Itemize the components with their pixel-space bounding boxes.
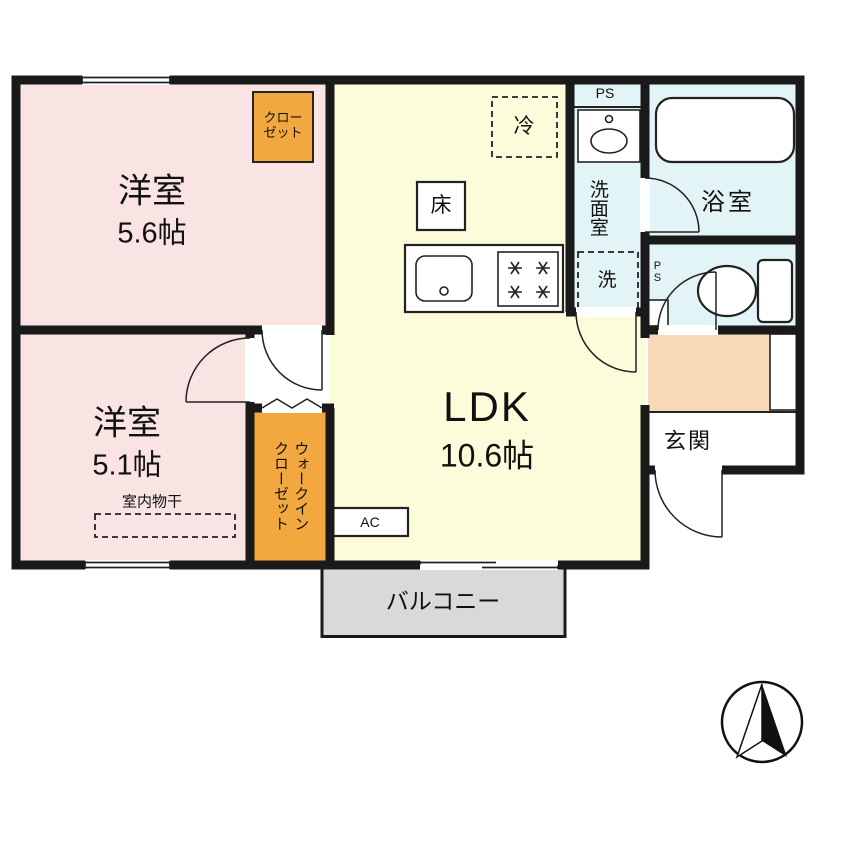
toilet-tank-icon: [756, 258, 794, 324]
indoor-laundry-box: [94, 513, 236, 538]
bedroom2-floor: [16, 330, 250, 565]
ps-top-label: PS: [595, 84, 615, 101]
door-arcs: [185, 177, 723, 538]
washbasin-icon: [577, 109, 641, 163]
bathtub-icon: [654, 96, 796, 164]
openings: [81, 75, 722, 570]
bedroom2-door-arc: [185, 337, 251, 403]
washer-label: 洗: [597, 270, 617, 292]
bedroom2-size: 5.1帖: [92, 449, 162, 482]
window-gap-top: [82, 75, 170, 85]
washroom-door-arc: [575, 311, 637, 373]
wic-folding-door-icon: [261, 398, 323, 409]
closet-label: クロー ゼット: [263, 110, 303, 140]
bathroom-door-arc: [644, 177, 700, 233]
window-icon-bottom: [84, 561, 171, 569]
balcony-label: バルコニー: [385, 587, 501, 614]
toilet-door-arc: [657, 271, 717, 331]
front-door-arc: [654, 469, 723, 538]
floor-hatch-box: [415, 180, 467, 232]
ps-side-label: PS: [651, 260, 664, 284]
balcony-wall: [320, 563, 567, 638]
bedroom1-door-arc: [261, 329, 323, 391]
fixtures: [94, 91, 799, 538]
wic-floor: [250, 408, 330, 565]
toilet-bowl-icon: [696, 264, 758, 318]
floor-hatch-label: 床: [430, 193, 452, 217]
washbasin-faucet-icon: [604, 114, 614, 124]
closet-box: [252, 91, 314, 163]
window-gap-bottom: [85, 560, 170, 570]
entrance-tataki: [648, 332, 770, 412]
bedroom2-name: 洋室: [93, 404, 161, 443]
sliding-door-icon: [419, 561, 559, 569]
front-door-gap: [655, 465, 722, 475]
room-fills: [16, 80, 800, 637]
entrance-label: 玄関: [663, 428, 713, 454]
ac-box: [330, 506, 410, 538]
indoor-laundry-label: 室内物干: [121, 493, 183, 511]
bedroom1-size: 5.6帖: [117, 217, 187, 250]
bedroom2-door-gap: [245, 338, 255, 402]
washroom-door-gap: [576, 307, 636, 317]
bedroom1-door-gap: [262, 325, 322, 335]
stove-burner-icons: [508, 261, 550, 299]
ldk-size: 10.6帖: [439, 437, 535, 474]
washbasin-bowl-icon: [590, 128, 628, 154]
passage-floor: [250, 330, 330, 408]
wic-label: ウォークイン クローゼット: [272, 441, 310, 531]
kitchen-sink-icon: [415, 255, 473, 302]
window-icon-top: [81, 76, 171, 84]
fridge-label: 冷: [513, 114, 535, 138]
balcony-slider-gap: [420, 560, 558, 570]
shoe-cabinet-box: [769, 333, 799, 411]
bathroom-label: 浴室: [701, 189, 755, 217]
compass-icon: [720, 680, 804, 764]
washroom-label: 洗面室: [586, 179, 608, 237]
bedroom1-name: 洋室: [118, 172, 186, 211]
toilet-door-gap: [658, 325, 718, 335]
bathroom-door-gap: [640, 178, 650, 232]
balcony-floor: [322, 565, 565, 637]
ac-label: AC: [360, 513, 380, 530]
fridge-space-box: [491, 96, 558, 158]
sink-drain-icon: [439, 286, 449, 296]
washer-space-box: [577, 251, 639, 311]
stove-icon: [497, 251, 559, 307]
ldk-name: LDK: [443, 382, 531, 430]
